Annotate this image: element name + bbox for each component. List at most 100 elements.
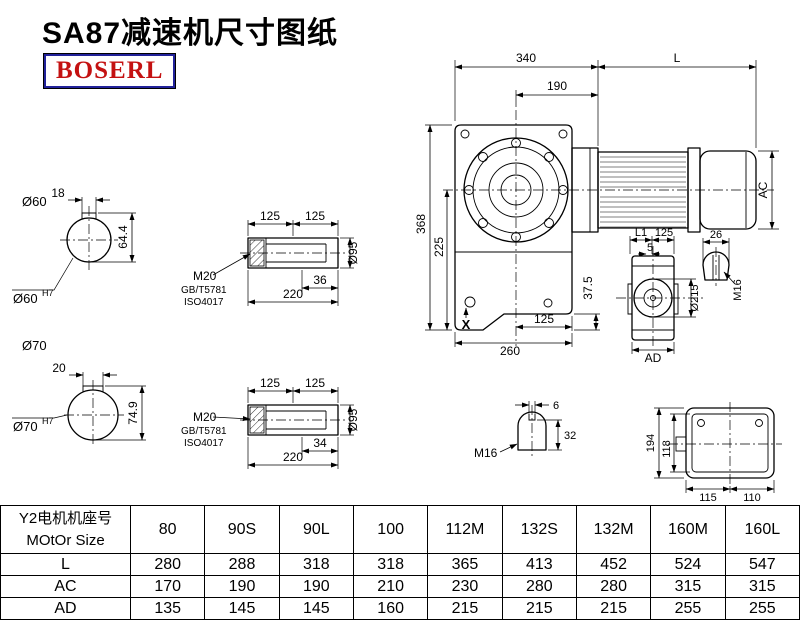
hollow-shaft-bottom-view: 125 125 M20 GB/T5781 ISO4017 34 220 Ø95 xyxy=(181,376,360,469)
shaft-end-dome xyxy=(517,411,547,451)
motor-size-label-cn: Y2电机机座号 xyxy=(18,509,113,527)
table-cell: 215 xyxy=(501,597,577,620)
motor-cooling-fins xyxy=(600,156,686,228)
dim-110-label: 110 xyxy=(743,492,761,504)
gearbox-side-view: L1 125 5 Ø215 AD xyxy=(616,227,704,365)
table-cell: 145 xyxy=(278,597,354,620)
dim-118-label: 118 xyxy=(661,440,673,458)
dim-368-label: 368 xyxy=(414,214,428,234)
leader-line xyxy=(12,257,74,291)
housing-outline xyxy=(454,124,573,331)
shaft60-end-view: 18 64.4 Ø60 Ø60 H7 xyxy=(12,186,136,306)
column-header: 80 xyxy=(129,505,206,554)
dia-label: Ø60 xyxy=(22,194,47,209)
row-label: AD xyxy=(0,597,131,620)
column-header: 90S xyxy=(204,505,280,554)
dim-slot-height-label: 64.4 xyxy=(116,225,130,249)
row-label: AC xyxy=(0,575,131,598)
column-header: 132S xyxy=(501,505,577,554)
dim-thread-depth-label: 36 xyxy=(313,273,327,287)
technical-drawing-svg: 18 64.4 Ø60 Ø60 H7 20 74.9 Ø70 Ø70 H7 xyxy=(12,51,782,504)
table-cell: 135 xyxy=(129,597,206,620)
dia-label: Ø70 xyxy=(22,338,47,353)
motor-size-label-en: MOtOr Size xyxy=(26,531,105,549)
thread-leader xyxy=(212,253,251,276)
bolt-hole xyxy=(464,185,474,195)
key-section-hatch xyxy=(249,239,265,267)
leader-line xyxy=(12,414,68,419)
table-cell: 255 xyxy=(650,597,726,620)
dim-dia-label: Ø95 xyxy=(346,408,360,431)
dimension-table: Y2电机机座号 MOtOr Size 80 90S 90L 100 112M 1… xyxy=(0,505,800,620)
column-header: 100 xyxy=(352,505,429,554)
thread-label: M20 xyxy=(193,410,217,424)
bore-label: Ø70 xyxy=(13,419,38,434)
std-gb-label: GB/T5781 xyxy=(181,426,227,437)
shaft70-end-view: 20 74.9 Ø70 Ø70 H7 xyxy=(12,338,146,446)
table-cell: 210 xyxy=(352,575,429,598)
dim-slot-height-label: 74.9 xyxy=(126,401,140,425)
std-iso-label: ISO4017 xyxy=(184,297,224,308)
dim-seg2-label: 125 xyxy=(305,209,325,223)
dim-keyway-width-label: 20 xyxy=(52,361,66,375)
bore-label: Ø60 xyxy=(13,291,38,306)
dim-seg2-label: 125 xyxy=(305,376,325,390)
table-cell: 255 xyxy=(724,597,800,620)
table-cell: 315 xyxy=(724,575,800,598)
dim-340-label: 340 xyxy=(516,51,536,65)
dim-thread-depth-label: 34 xyxy=(313,436,327,450)
thread-leader xyxy=(499,443,518,453)
table-cell: 547 xyxy=(724,553,800,576)
bolt-hole xyxy=(544,152,554,162)
dim-motor-length-label: L xyxy=(674,51,681,65)
dim-190-label: 190 xyxy=(547,79,567,93)
brand-logo: BOSERL xyxy=(44,54,176,88)
table-cell: 318 xyxy=(352,553,429,576)
bolt-hole xyxy=(697,419,705,427)
foot-hole xyxy=(464,296,476,308)
bolt-hole xyxy=(755,419,763,427)
std-gb-label: GB/T5781 xyxy=(181,285,227,296)
gearbox-rear-view: 194 118 115 110 xyxy=(645,402,782,504)
table-cell: 365 xyxy=(427,553,503,576)
dim-seg1-label: 125 xyxy=(260,376,280,390)
table-cell: 170 xyxy=(129,575,206,598)
thread-leader xyxy=(723,271,735,284)
column-header: 112M xyxy=(427,505,503,554)
corner-screw xyxy=(460,129,470,139)
dim-l1-label: L1 xyxy=(635,227,647,239)
column-header: 160L xyxy=(724,505,800,554)
table-cell: 318 xyxy=(278,553,354,576)
table-cell: 315 xyxy=(650,575,726,598)
table-cell: 452 xyxy=(575,553,652,576)
dim-slot-width-label: 6 xyxy=(553,400,559,412)
motor-fan-cover xyxy=(699,150,757,230)
dim-194-label: 194 xyxy=(645,434,657,452)
table-cell: 524 xyxy=(650,553,726,576)
thread-leader xyxy=(212,416,251,422)
column-header: 132M xyxy=(575,505,652,554)
keyway-slot xyxy=(81,212,97,220)
table-cell: 280 xyxy=(575,575,652,598)
shaft-end-dome xyxy=(702,251,730,281)
bore-circle xyxy=(66,217,112,263)
key-section-hatch xyxy=(249,406,265,434)
thread-label: M20 xyxy=(193,269,217,283)
bore-tolerance-label: H7 xyxy=(42,288,54,298)
dim-length-label: 220 xyxy=(283,450,303,464)
flange-boss-circle xyxy=(463,137,569,243)
dim-5-label: 5 xyxy=(647,242,653,254)
gearbox-front-view: 340 L 190 368 225 37.5 125 260 X AC xyxy=(414,51,779,358)
hollow-shaft-top-view: 125 125 M20 GB/T5781 ISO4017 36 220 Ø95 xyxy=(181,209,360,308)
column-header: 160M xyxy=(650,505,726,554)
table-cell: 280 xyxy=(129,553,206,576)
dim-slot-depth-label: 32 xyxy=(564,430,576,442)
thread-label: M16 xyxy=(474,446,498,460)
column-header-motor-size: Y2电机机座号 MOtOr Size xyxy=(0,505,131,554)
dim-dia-label: Ø95 xyxy=(346,241,360,264)
bolt-hole xyxy=(544,218,554,228)
output-shaft-end-view: 6 32 M16 xyxy=(474,400,576,460)
table-cell: 288 xyxy=(204,553,280,576)
bolt-hole xyxy=(558,185,568,195)
output-hub-circle xyxy=(633,278,673,318)
